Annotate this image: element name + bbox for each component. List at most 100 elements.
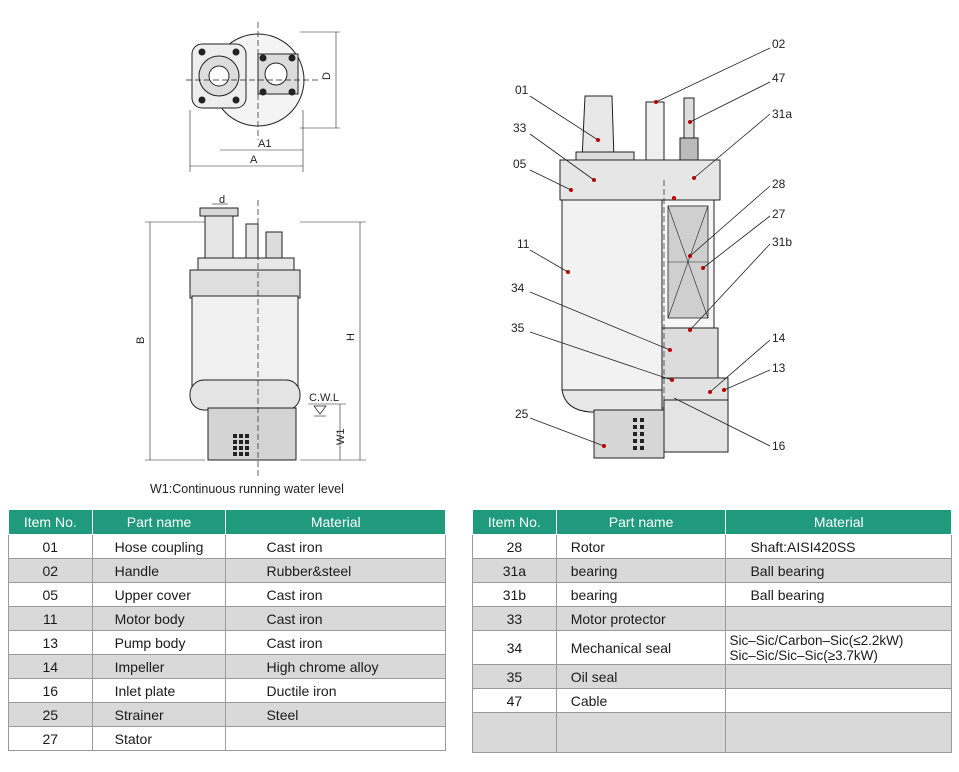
header-material: Material (725, 509, 952, 535)
item-no: 28 (472, 534, 557, 559)
material (725, 664, 952, 689)
material: High chrome alloy (225, 654, 446, 679)
material: Ductile iron (225, 678, 446, 703)
dim-cwl: C.W.L (309, 392, 339, 404)
header-material: Material (225, 509, 446, 535)
part-name: Hose coupling (91, 534, 227, 559)
part-name: Rotor (555, 534, 727, 559)
dim-d: d (219, 194, 225, 206)
table-header-row: Item No. Part name Material (8, 509, 446, 535)
figure-caption: W1:Continuous running water level (150, 482, 344, 496)
callout-leaders (529, 47, 771, 447)
callout-01: 01 (515, 83, 529, 97)
callout-25: 25 (515, 407, 529, 421)
part-name: Pump body (91, 630, 227, 655)
section-view-drawing (559, 95, 729, 459)
callout-31a: 31a (772, 107, 792, 121)
top-view-drawing (186, 22, 340, 172)
header-item-no: Item No. (8, 509, 93, 535)
material (225, 726, 446, 751)
callout-33: 33 (513, 121, 527, 135)
material: Cast iron (225, 630, 446, 655)
callout-27: 27 (772, 207, 786, 221)
dim-a1: A1 (258, 138, 271, 150)
material (725, 688, 952, 713)
item-no: 14 (8, 654, 93, 679)
header-part-name: Part name (91, 509, 227, 535)
item-no: 16 (8, 678, 93, 703)
material: Cast iron (225, 606, 446, 631)
callout-11: 11 (517, 237, 530, 251)
part-name: Cable (555, 688, 727, 713)
header-part-name: Part name (555, 509, 727, 535)
part-name: Stator (91, 726, 227, 751)
part-name: Oil seal (555, 664, 727, 689)
dim-d-right: D (321, 72, 333, 80)
item-no: 31b (472, 582, 557, 607)
callout-34: 34 (511, 281, 525, 295)
header-item-no: Item No. (472, 509, 557, 535)
item-no: 33 (472, 606, 557, 631)
callout-16: 16 (772, 439, 786, 453)
table-header-row: Item No. Part name Material (472, 509, 952, 535)
part-name (555, 712, 727, 753)
part-name: bearing (555, 558, 727, 583)
callout-28: 28 (772, 177, 786, 191)
item-no: 01 (8, 534, 93, 559)
dim-b: B (135, 337, 147, 344)
item-no: 27 (8, 726, 93, 751)
callout-35: 35 (511, 321, 525, 335)
material: Cast iron (225, 534, 446, 559)
material: Shaft:AISI420SS (725, 534, 952, 559)
part-name: Impeller (91, 654, 227, 679)
side-view-drawing (145, 200, 366, 476)
part-name: Handle (91, 558, 227, 583)
material: Sic–Sic/Carbon–Sic(≤2.2kW)Sic–Sic/Sic–Si… (725, 630, 952, 665)
part-name: Upper cover (91, 582, 227, 607)
callout-02: 02 (772, 37, 786, 51)
item-no: 35 (472, 664, 557, 689)
material: Ball bearing (725, 582, 952, 607)
item-no (472, 712, 557, 753)
item-no: 47 (472, 688, 557, 713)
material: Steel (225, 702, 446, 727)
table-row (472, 712, 952, 753)
item-no: 13 (8, 630, 93, 655)
item-no: 34 (472, 630, 557, 665)
material: Ball bearing (725, 558, 952, 583)
item-no: 02 (8, 558, 93, 583)
material: Cast iron (225, 582, 446, 607)
part-name: Motor protector (555, 606, 727, 631)
dim-h: H (345, 333, 357, 341)
item-no: 05 (8, 582, 93, 607)
dim-w1: W1 (335, 429, 347, 446)
material-line: Sic–Sic/Sic–Sic(≥3.7kW) (729, 647, 878, 663)
material (725, 712, 952, 753)
material (725, 606, 952, 631)
callout-05: 05 (513, 157, 527, 171)
dim-a: A (250, 154, 258, 166)
part-name: Inlet plate (91, 678, 227, 703)
pump-drawings: A1 A D d B H W1 C.W.L (135, 22, 792, 476)
material-line: Sic–Sic/Carbon–Sic(≤2.2kW) (729, 632, 904, 648)
part-name: Mechanical seal (555, 630, 727, 665)
callout-47: 47 (772, 71, 786, 85)
material: Rubber&steel (225, 558, 446, 583)
